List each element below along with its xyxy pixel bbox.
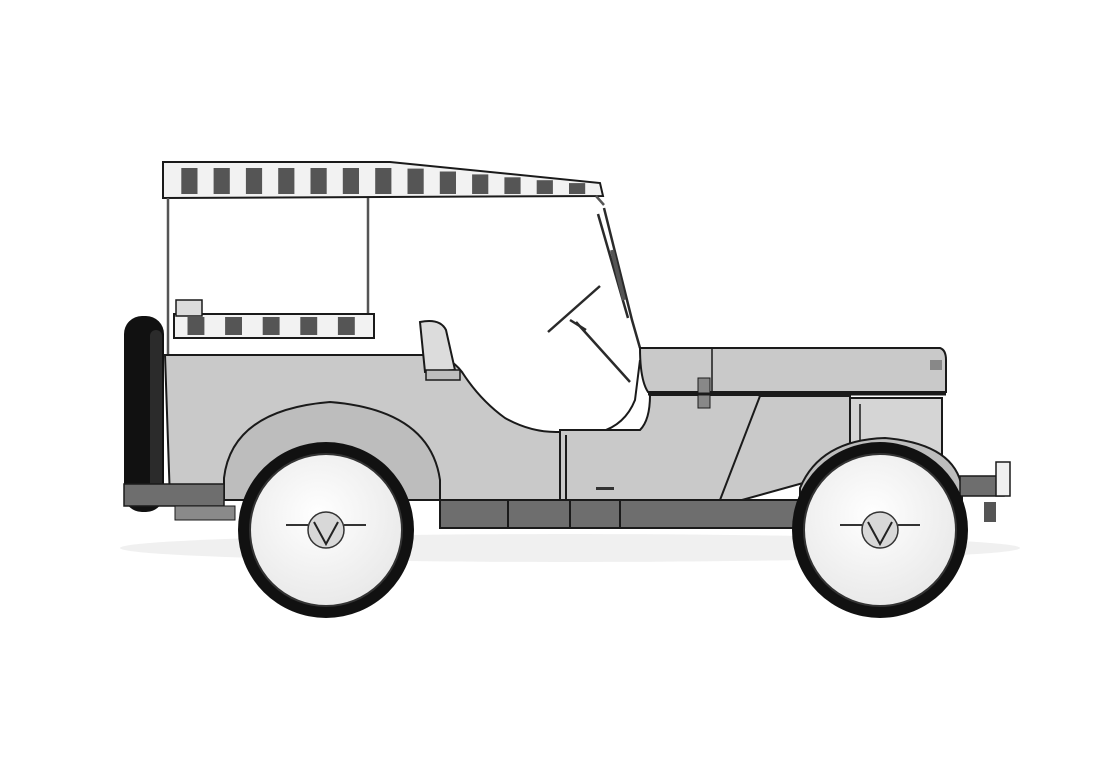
canopy-stripe (181, 168, 198, 194)
canopy-stripe (569, 183, 586, 194)
canopy-stripe (278, 168, 295, 194)
canopy-stripe (407, 168, 424, 194)
steering-wheel (547, 285, 631, 383)
spare-tire (124, 316, 164, 512)
windshield-frame (596, 207, 642, 349)
rear-rail (173, 299, 375, 339)
canopy-stripe (536, 180, 553, 194)
canopy-stripe (439, 171, 456, 194)
rail-stripe (225, 317, 242, 335)
canopy-stripe (213, 168, 230, 194)
canopy-stripe (310, 168, 327, 194)
canopy-stripe (342, 168, 359, 194)
canopy-stripe (472, 174, 489, 194)
hood (638, 347, 947, 409)
canopy-stripes (181, 168, 586, 194)
rail-stripe (262, 317, 280, 335)
canopy-roof (162, 161, 605, 200)
canopy-posts (166, 195, 605, 370)
seat (418, 320, 461, 381)
chassis-frame (123, 475, 1005, 529)
canopy-stripe (245, 168, 263, 194)
canopy-stripe (504, 177, 521, 194)
front-bumper (984, 461, 1011, 522)
rail-stripes (187, 317, 355, 335)
front-wheel (792, 442, 968, 618)
canopy-stripe (375, 168, 392, 194)
rail-stripe (187, 317, 205, 335)
rail-stripe (300, 317, 318, 335)
rail-stripe (337, 317, 355, 335)
rear-wheel (238, 442, 414, 618)
